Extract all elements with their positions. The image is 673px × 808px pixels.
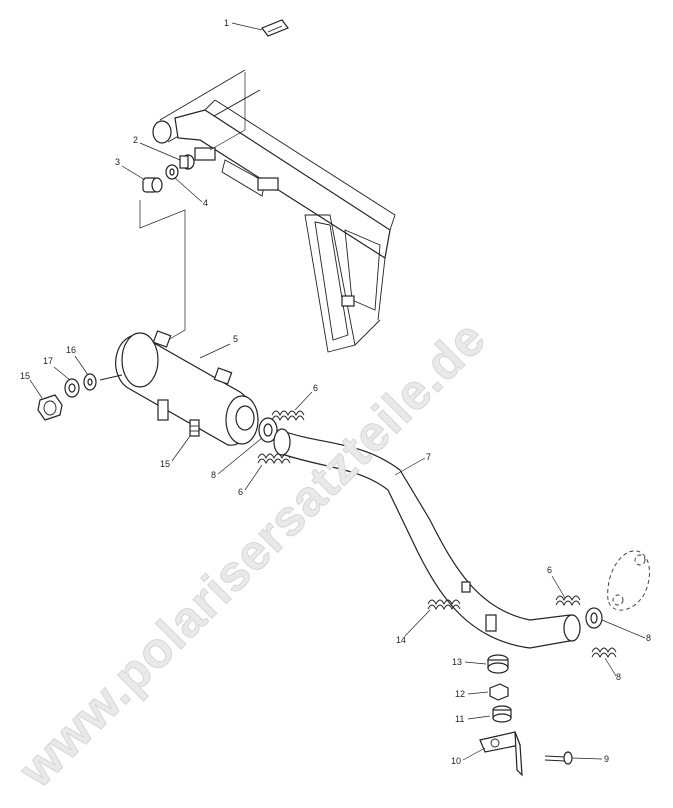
callout-label: 6 [313, 383, 318, 393]
callout-label: 13 [452, 657, 462, 667]
callout-label: 12 [455, 689, 465, 699]
nut-part-12 [489, 683, 509, 701]
callout-label: 1 [224, 18, 229, 28]
callout-label: 7 [426, 452, 431, 462]
spring-part-6-upper [271, 410, 305, 422]
frame-assembly [152, 69, 396, 353]
bolt-part-9 [544, 751, 573, 765]
washer-part-16 [83, 373, 97, 391]
spring-part-14 [427, 599, 461, 611]
bracket-part-10 [479, 731, 523, 777]
callout-label: 10 [451, 756, 461, 766]
bushing-part-11 [492, 705, 512, 723]
callout-label: 6 [547, 565, 552, 575]
callout-label: 3 [115, 157, 120, 167]
washer-part-17 [64, 378, 80, 398]
bolt-part-1 [261, 19, 289, 37]
spacer-part-3 [142, 177, 163, 193]
callout-label: 6 [238, 487, 243, 497]
seal-part-8-right [585, 607, 603, 629]
callout-label: 2 [133, 135, 138, 145]
callout-label: 8 [616, 672, 621, 682]
callout-label: 5 [233, 334, 238, 344]
bushing-part-2 [179, 154, 195, 170]
washer-part-4 [165, 164, 179, 180]
callout-label: 14 [396, 635, 406, 645]
spring-part-6-right [555, 595, 581, 607]
muffler-part-5 [99, 330, 259, 446]
nut-part-15 [37, 394, 63, 421]
cylinder-flange-outline [607, 550, 650, 611]
callout-label: 9 [604, 754, 609, 764]
callout-label: 16 [66, 345, 76, 355]
callout-label: 11 [455, 714, 464, 724]
seal-part-8-left [258, 417, 278, 443]
callout-label: 8 [646, 633, 651, 643]
callout-label: 4 [203, 198, 208, 208]
spring-part-8-lower [591, 647, 617, 659]
grommet-part-13 [487, 654, 509, 674]
exhaust-pipe-part-7 [273, 428, 581, 649]
callout-label: 15 [20, 371, 30, 381]
stud-part-15 [189, 419, 200, 437]
callout-label: 17 [43, 356, 53, 366]
callout-label: 15 [160, 459, 170, 469]
callout-label: 8 [211, 470, 216, 480]
callout-labels: 1 2 3 4 5 6 6 6 7 8 8 8 9 10 11 12 13 14 [20, 18, 651, 766]
